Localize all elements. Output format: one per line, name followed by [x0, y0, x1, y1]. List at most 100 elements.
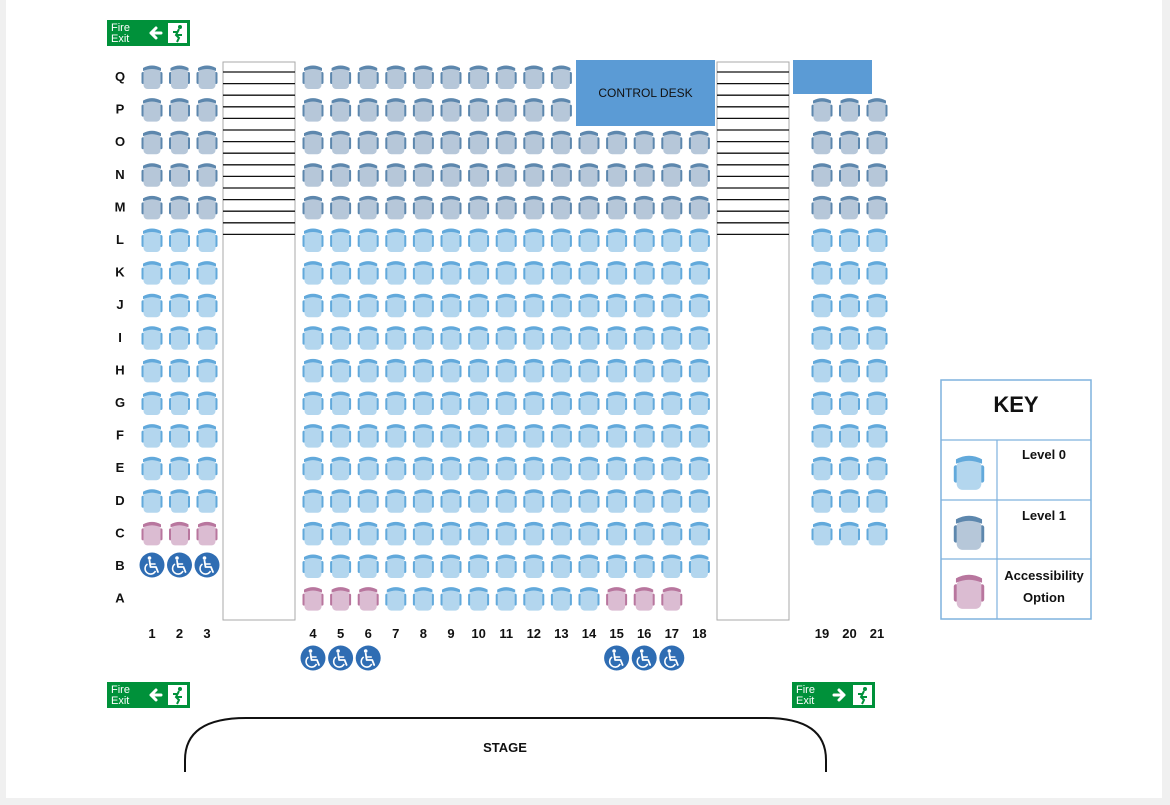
seat-j17[interactable] — [661, 293, 683, 318]
seat-m14[interactable] — [578, 195, 600, 220]
seat-j10[interactable] — [468, 293, 490, 318]
seat-p20[interactable] — [839, 98, 860, 122]
seat-q2[interactable] — [169, 65, 190, 90]
seat-l2[interactable] — [169, 228, 190, 253]
seat-g2[interactable] — [169, 391, 190, 416]
seat-o3[interactable] — [196, 130, 218, 155]
seat-h6[interactable] — [357, 358, 379, 383]
seat-f21[interactable] — [866, 424, 888, 448]
seat-c14[interactable] — [578, 521, 600, 546]
seat-e7[interactable] — [385, 456, 407, 481]
seat-e5[interactable] — [330, 456, 352, 481]
seat-e2[interactable] — [169, 456, 190, 481]
seat-e20[interactable] — [839, 456, 860, 481]
seat-c19[interactable] — [811, 521, 833, 546]
seat-k6[interactable] — [357, 261, 379, 285]
seat-b4[interactable] — [302, 554, 324, 579]
seat-e3[interactable] — [196, 456, 218, 481]
seat-k18[interactable] — [688, 261, 710, 285]
seat-l8[interactable] — [412, 228, 434, 253]
seat-a11[interactable] — [495, 587, 517, 611]
seat-n10[interactable] — [468, 163, 490, 187]
seat-j15[interactable] — [606, 293, 628, 318]
seat-m10[interactable] — [468, 195, 490, 220]
seat-m13[interactable] — [550, 195, 572, 220]
seat-o6[interactable] — [357, 130, 379, 155]
seat-o9[interactable] — [440, 130, 462, 155]
seat-a5[interactable] — [330, 587, 352, 611]
seat-j11[interactable] — [495, 293, 517, 318]
seat-g11[interactable] — [495, 391, 517, 416]
seat-h17[interactable] — [661, 358, 683, 383]
seat-l4[interactable] — [302, 228, 324, 253]
seat-n9[interactable] — [440, 163, 462, 187]
seat-l7[interactable] — [385, 228, 407, 253]
seat-d7[interactable] — [385, 489, 407, 513]
seat-j6[interactable] — [357, 293, 379, 318]
seat-g8[interactable] — [412, 391, 434, 416]
seat-k16[interactable] — [633, 261, 655, 285]
seat-b11[interactable] — [495, 554, 517, 579]
seat-h12[interactable] — [523, 358, 545, 383]
seat-f2[interactable] — [169, 424, 190, 448]
seat-m5[interactable] — [330, 195, 352, 220]
seat-n13[interactable] — [550, 163, 572, 187]
seat-p19[interactable] — [811, 98, 833, 122]
seat-h15[interactable] — [606, 358, 628, 383]
seat-n7[interactable] — [385, 163, 407, 187]
seat-g18[interactable] — [688, 391, 710, 416]
seat-n11[interactable] — [495, 163, 517, 187]
seat-g16[interactable] — [633, 391, 655, 416]
seat-i10[interactable] — [468, 326, 490, 350]
seat-o10[interactable] — [468, 130, 490, 155]
seat-l6[interactable] — [357, 228, 379, 253]
seat-n21[interactable] — [866, 163, 888, 187]
seat-j9[interactable] — [440, 293, 462, 318]
seat-c2[interactable] — [169, 521, 190, 546]
seat-d1[interactable] — [141, 489, 163, 513]
seat-o14[interactable] — [578, 130, 600, 155]
seat-g3[interactable] — [196, 391, 218, 416]
seat-d11[interactable] — [495, 489, 517, 513]
seat-f6[interactable] — [357, 424, 379, 448]
seat-j20[interactable] — [839, 293, 860, 318]
seat-g10[interactable] — [468, 391, 490, 416]
seat-h2[interactable] — [169, 358, 190, 383]
seat-g7[interactable] — [385, 391, 407, 416]
seat-m9[interactable] — [440, 195, 462, 220]
seat-a15[interactable] — [606, 587, 628, 611]
seat-p4[interactable] — [302, 98, 324, 122]
seat-k12[interactable] — [523, 261, 545, 285]
seat-i14[interactable] — [578, 326, 600, 350]
seat-e8[interactable] — [412, 456, 434, 481]
seat-q8[interactable] — [412, 65, 434, 90]
seat-o4[interactable] — [302, 130, 324, 155]
seat-c11[interactable] — [495, 521, 517, 546]
seat-j16[interactable] — [633, 293, 655, 318]
seat-g1[interactable] — [141, 391, 163, 416]
seat-q3[interactable] — [196, 65, 218, 90]
seat-m19[interactable] — [811, 195, 833, 220]
seat-h8[interactable] — [412, 358, 434, 383]
seat-n12[interactable] — [523, 163, 545, 187]
seat-b15[interactable] — [606, 554, 628, 579]
seat-h19[interactable] — [811, 358, 833, 383]
seat-h9[interactable] — [440, 358, 462, 383]
seat-l14[interactable] — [578, 228, 600, 253]
seat-p1[interactable] — [141, 98, 163, 122]
seat-p13[interactable] — [550, 98, 572, 122]
seat-m6[interactable] — [357, 195, 379, 220]
seat-c20[interactable] — [839, 521, 860, 546]
seat-k9[interactable] — [440, 261, 462, 285]
seat-c12[interactable] — [523, 521, 545, 546]
seat-c13[interactable] — [550, 521, 572, 546]
seat-k13[interactable] — [550, 261, 572, 285]
seat-d13[interactable] — [550, 489, 572, 513]
seat-b13[interactable] — [550, 554, 572, 579]
seat-e17[interactable] — [661, 456, 683, 481]
seat-c6[interactable] — [357, 521, 379, 546]
seat-c5[interactable] — [330, 521, 352, 546]
seat-l18[interactable] — [688, 228, 710, 253]
seat-n18[interactable] — [688, 163, 710, 187]
seat-f1[interactable] — [141, 424, 163, 448]
